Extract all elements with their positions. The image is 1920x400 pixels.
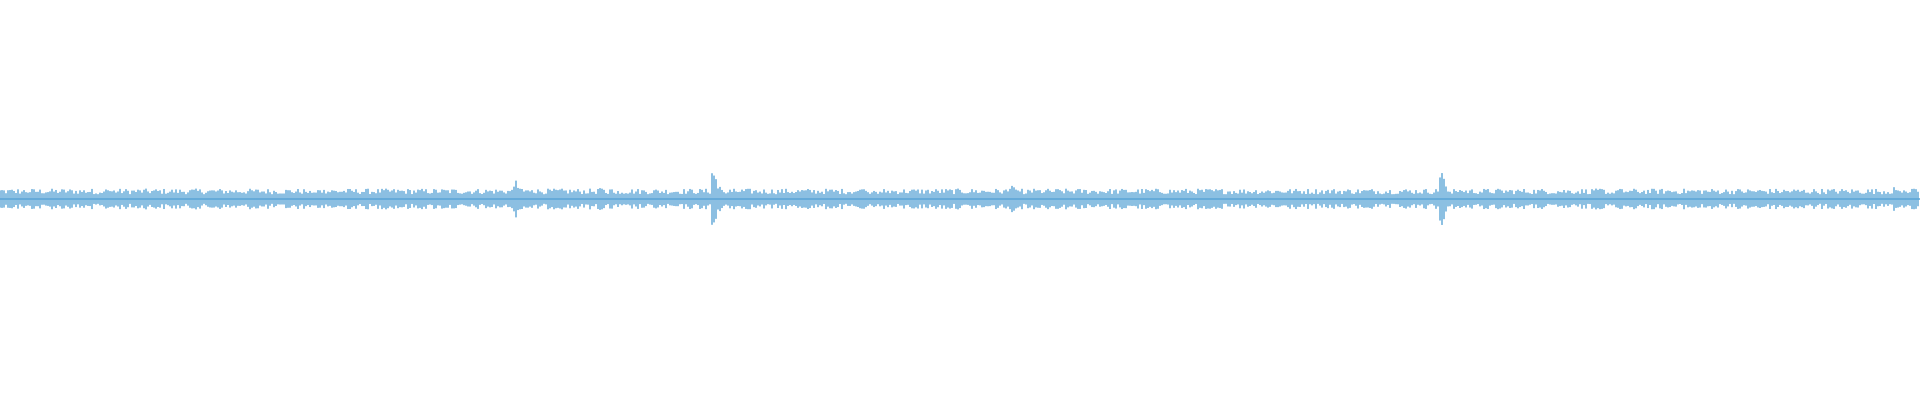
waveform-samples [0, 173, 1919, 225]
